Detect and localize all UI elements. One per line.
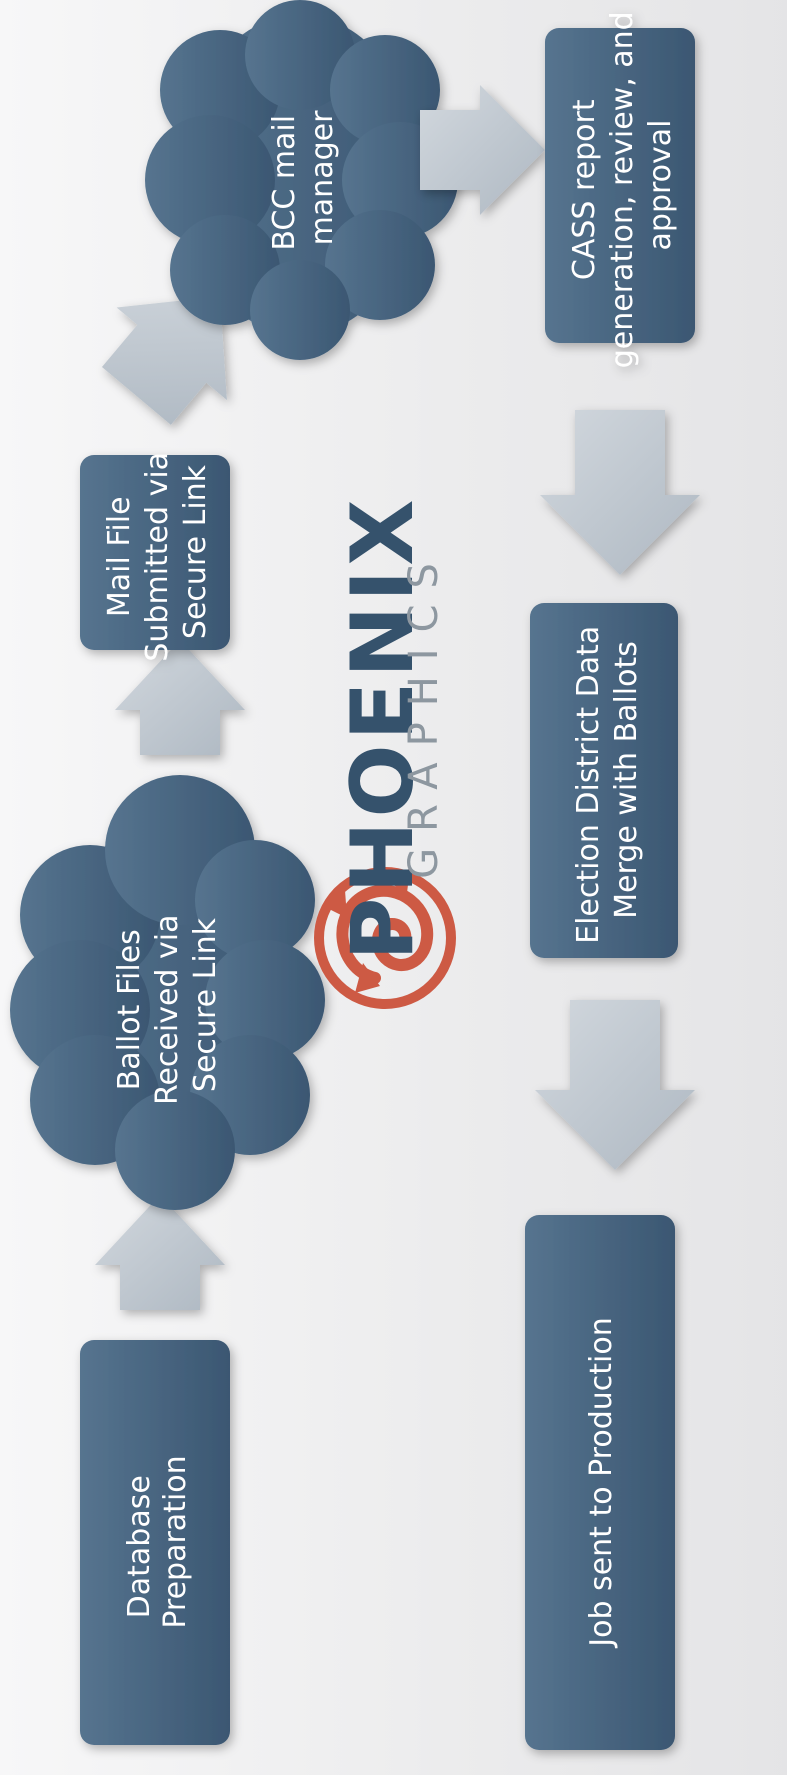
node-mail-file-line2: Submitted via [140,452,175,662]
arrow-up-2 [115,640,245,755]
node-job-line1: Job sent to Production [584,1317,619,1648]
phoenix-emblem-icon [314,867,456,1009]
svg-text:Ballot Files Received vi: Ballot Files Received via Secure Link [112,905,223,1105]
node-mail-file-line1: Mail File [102,496,137,617]
arrow-right [420,85,545,215]
logo-graphics-text: GRAPHICS [401,547,447,879]
svg-text:Database Preparation: Database Preparation [122,1455,193,1628]
node-ballot-files-cloud: Ballot Files Received via Secure Link [10,775,325,1210]
node-job-production: Job sent to Production [525,1215,675,1750]
right-page-edge [787,0,807,1775]
node-bcc-mail-manager-cloud: BCC mail manager [145,0,458,360]
node-database-preparation-line1: Database [122,1475,157,1618]
node-cass-line3: approval [643,120,678,251]
node-cass-line1: CASS report [567,99,602,280]
node-database-preparation: Database Preparation [80,1340,230,1745]
svg-text:CASS report generation,: CASS report generation, review, and appr… [567,2,678,369]
svg-text:Election District Data M: Election District Data Merge with Ballot… [571,616,644,944]
node-database-preparation-line2: Preparation [158,1455,193,1628]
logo-phoenix-text: PHOENIX [333,495,433,960]
phoenix-graphics-logo: PHOENIX GRAPHICS [314,495,456,1009]
svg-text:Mail File Submitted via: Mail File Submitted via Secure Link [102,442,213,661]
node-election-district: Election District Data Merge with Ballot… [530,603,678,958]
arrow-down-2 [535,1000,695,1170]
node-ballot-files-line1: Ballot Files [112,929,147,1090]
node-ballot-files-line2: Received via [150,915,185,1106]
node-bcc-line1: BCC mail [267,115,302,251]
node-mail-file-line3: Secure Link [178,464,213,639]
node-cass-report: CASS report generation, review, and appr… [545,2,695,369]
node-bcc-line2: manager [305,110,340,246]
node-election-line1: Election District Data [571,626,606,944]
arrow-down-1 [540,410,700,575]
arrow-up-1 [95,1195,225,1310]
node-cass-line2: generation, review, and [605,11,640,368]
node-election-line2: Merge with Ballots [609,641,644,919]
node-ballot-files-line3: Secure Link [188,917,223,1092]
svg-text:Job sent to Production: Job sent to Production [584,1317,619,1648]
arrow-diagonal [101,296,227,425]
svg-text:BCC mail manager: BCC mail manager [267,105,340,250]
node-mail-file: Mail File Submitted via Secure Link [80,442,230,662]
